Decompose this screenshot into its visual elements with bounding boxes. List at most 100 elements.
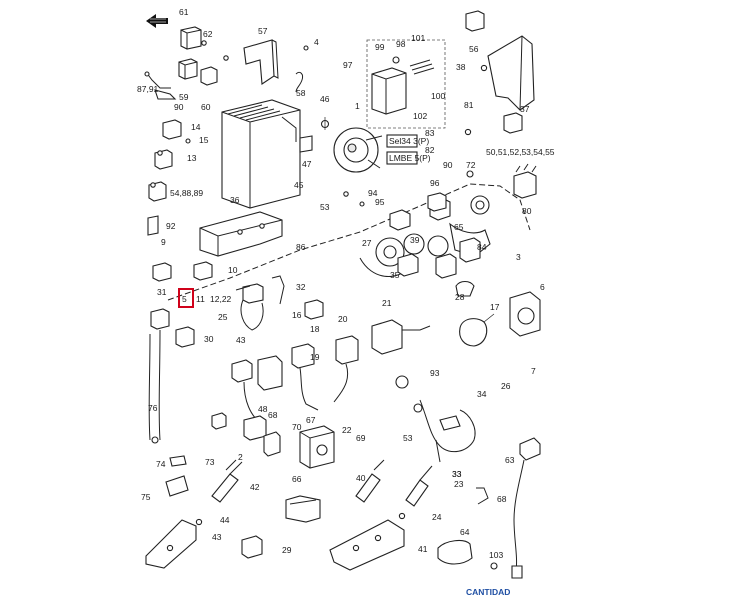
pillar-76 — [148, 329, 161, 444]
callout-label: 14 — [191, 122, 201, 132]
callout-label: 50,51,52,53,54,55 — [486, 147, 555, 157]
callout-label: 76 — [148, 403, 158, 413]
callout-label: 24 — [432, 512, 442, 522]
bracket-57 — [243, 39, 279, 85]
relay-31 — [150, 308, 170, 330]
relay-80 — [513, 163, 537, 199]
callout-label: 102 — [413, 111, 427, 121]
callout-label: 26 — [501, 381, 511, 391]
callout-label: 39 — [410, 235, 420, 245]
callout-label: 57 — [258, 26, 268, 36]
cantidad-link[interactable]: CANTIDAD — [466, 587, 510, 597]
callout-label: 59 — [179, 92, 189, 102]
callout-label: 44 — [220, 515, 230, 525]
callout-label: 28 — [455, 292, 465, 302]
callout-label: 72 — [466, 160, 476, 170]
callout-label: 13 — [187, 153, 197, 163]
relay-12-22 — [240, 283, 264, 331]
switch-96-body — [389, 209, 411, 231]
gauge-cluster-27-39 — [359, 233, 481, 279]
callout-label: 73 — [205, 457, 215, 467]
callout-label: 95 — [375, 197, 385, 207]
bracket-68b — [476, 487, 489, 505]
screw-4 — [303, 45, 309, 51]
relay-9 — [152, 262, 172, 282]
callout-label: 34 — [477, 389, 487, 399]
callout-label: 69 — [356, 433, 366, 443]
plug-73 — [169, 455, 187, 467]
callout-label: 25 — [218, 312, 228, 322]
callout-label: 41 — [418, 544, 428, 554]
callout-label: 58 — [296, 88, 306, 98]
relay-10 — [193, 261, 213, 281]
relay-59 — [178, 58, 198, 80]
bracket-37 — [487, 35, 535, 111]
callout-label: 45 — [294, 180, 304, 190]
callout-label: 98 — [396, 39, 406, 49]
callout-label: 82 — [425, 145, 435, 155]
callout-label: 36 — [230, 195, 240, 205]
highlight-box — [178, 288, 194, 308]
callout-label: 56 — [469, 44, 479, 54]
clip-87-91 — [144, 71, 177, 100]
fuse-box-67 — [299, 425, 335, 469]
plate-92 — [147, 215, 159, 236]
callout-label: 10 — [228, 265, 238, 275]
relay-50-55 — [503, 112, 523, 134]
callout-label: 18 — [310, 324, 320, 334]
callout-label: 81 — [464, 100, 474, 110]
bracket-36 — [199, 211, 283, 257]
relay-66 — [285, 495, 321, 523]
callout-label: 12,22 — [210, 294, 232, 304]
callout-label: 7 — [531, 366, 536, 376]
callout-label: 101 — [411, 33, 425, 43]
callout-label: 93 — [430, 368, 440, 378]
callout-label: 2 — [238, 452, 243, 462]
relay-61 — [180, 26, 202, 50]
ignition-lock-1 — [333, 127, 383, 173]
screw-38 — [480, 64, 488, 72]
connector-40 — [355, 459, 385, 503]
callout-label: 92 — [166, 221, 176, 231]
switch-20 — [333, 335, 359, 403]
callout-label: 42 — [250, 482, 260, 492]
switch-28 — [455, 280, 475, 297]
callout-label: 68 — [268, 410, 278, 420]
callout-label: 38 — [456, 62, 466, 72]
connector-68 — [211, 412, 281, 457]
relay-30 — [175, 326, 195, 348]
connector-43 — [231, 355, 283, 425]
callout-label: 22 — [342, 425, 352, 435]
relay-54-88-89 — [148, 181, 167, 202]
sticker-83-text: Sel34 3(P) — [389, 136, 429, 146]
relay-56 — [465, 10, 485, 32]
screw-95 — [359, 201, 365, 207]
callout-label: 65 — [454, 222, 464, 232]
switch-93 — [395, 375, 409, 389]
callout-label: 33 — [452, 469, 462, 479]
callout-label: 94 — [368, 188, 378, 198]
callout-label: 53 — [320, 202, 330, 212]
callout-label: 90 — [443, 160, 453, 170]
module-97 — [366, 39, 446, 129]
callout-label: 103 — [489, 550, 503, 560]
fan-switch-6 — [509, 291, 541, 337]
callout-label: 67 — [306, 415, 316, 425]
callout-label: 11 — [196, 294, 205, 304]
callout-label: 66 — [292, 474, 302, 484]
callout-label: 43 — [236, 335, 246, 345]
ecu-45 — [221, 99, 301, 209]
callout-label: 9 — [161, 237, 166, 247]
sticker-82-text: LMBE 5(P) — [389, 153, 431, 163]
connector-23 — [405, 465, 433, 507]
bracket-41 — [329, 519, 405, 571]
relay-60 — [200, 66, 218, 86]
callout-label: 33 — [452, 469, 462, 479]
callout-label: 60 — [201, 102, 211, 112]
highlighted-callout[interactable]: 5 — [182, 294, 187, 304]
callout-label: 61 — [179, 7, 189, 17]
screw-62 — [201, 40, 207, 46]
sensor-63 — [511, 437, 541, 579]
